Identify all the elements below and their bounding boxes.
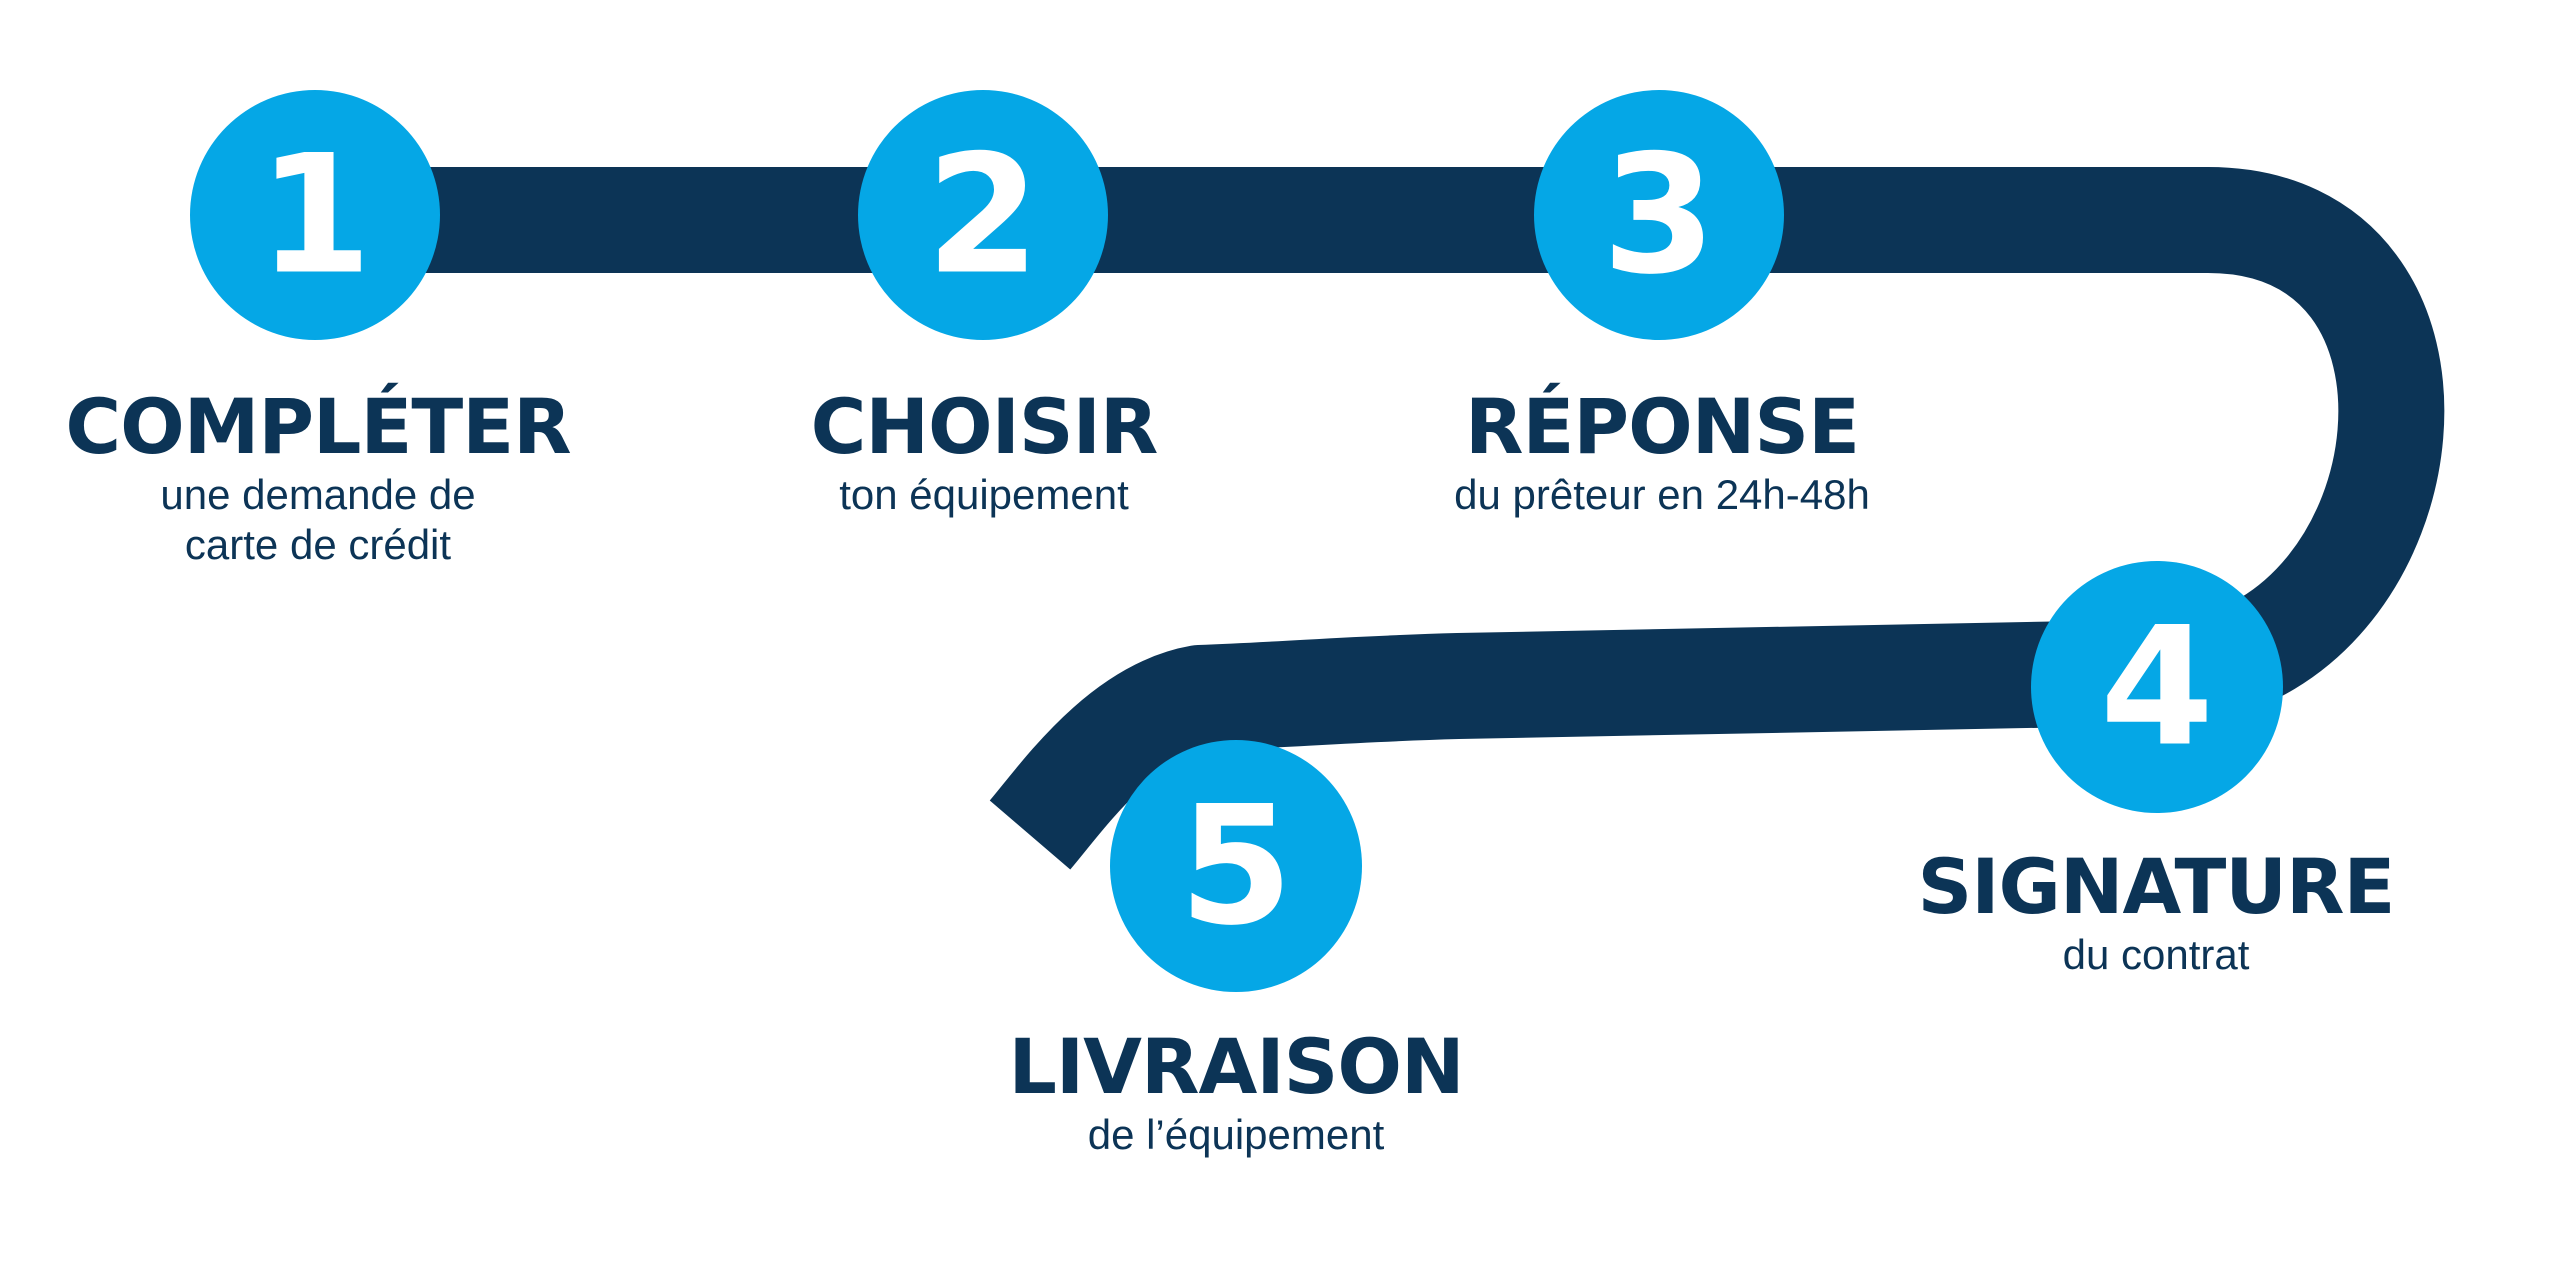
step-5-title: LIVRAISON	[1008, 1022, 1464, 1111]
step-1-title: COMPLÉTER	[65, 382, 571, 471]
step-3-title: RÉPONSE	[1464, 382, 1860, 471]
step-3-description-line-1: du prêteur en 24h-48h	[1454, 471, 1870, 518]
process-track	[315, 167, 2445, 870]
step-1-description-line-1: une demande de	[160, 471, 476, 518]
step-4-marker: 4	[2031, 561, 2283, 813]
step-4-title: SIGNATURE	[1917, 842, 2396, 931]
step-4-label: SIGNATURE du contrat	[1776, 844, 2536, 980]
step-2-circle	[858, 90, 1108, 340]
step-1-marker: 1	[190, 90, 440, 340]
step-1-label: COMPLÉTER une demande de carte de crédit	[0, 384, 698, 570]
step-3-label: RÉPONSE du prêteur en 24h-48h	[1282, 384, 2042, 520]
step-3-circle	[1534, 90, 1784, 340]
step-3-number: 3	[1602, 120, 1716, 311]
step-5-description-line-1: de l’équipement	[1087, 1111, 1385, 1158]
step-5-label: LIVRAISON de l’équipement	[856, 1024, 1616, 1160]
step-1-circle	[190, 90, 440, 340]
step-2-description-line-1: ton équipement	[839, 471, 1129, 518]
step-5-number: 5	[1179, 771, 1293, 962]
step-4-description-line-1: du contrat	[2062, 931, 2250, 978]
step-5-circle	[1110, 740, 1362, 992]
step-1-description-line-2: carte de crédit	[184, 521, 452, 568]
step-1-number: 1	[258, 120, 372, 311]
step-2-label: CHOISIR ton équipement	[604, 384, 1364, 520]
step-2-number: 2	[926, 120, 1040, 311]
step-4-number: 4	[2100, 592, 2214, 783]
step-5-marker: 5	[1110, 740, 1362, 992]
step-4-circle	[2031, 561, 2283, 813]
step-2-marker: 2	[858, 90, 1108, 340]
step-2-title: CHOISIR	[810, 382, 1159, 471]
step-3-marker: 3	[1534, 90, 1784, 340]
